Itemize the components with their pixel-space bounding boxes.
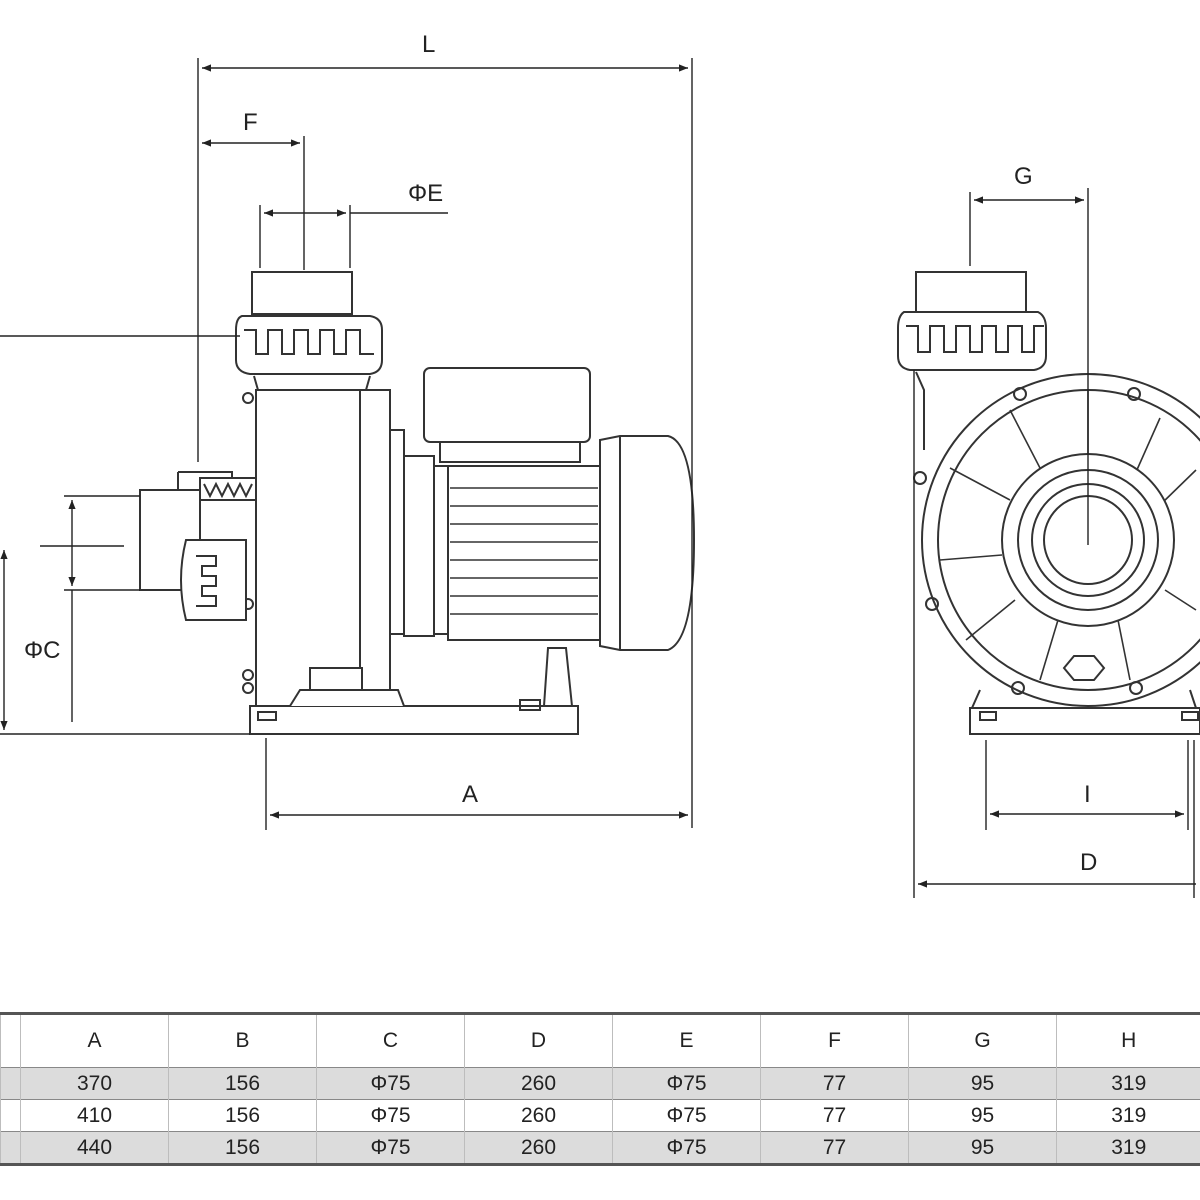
table-cell: 77 [760, 1131, 909, 1166]
table-cell [0, 1099, 21, 1132]
table-cell: 77 [760, 1099, 909, 1132]
pump-volute-body [255, 389, 391, 707]
table-cell: 319 [1056, 1067, 1200, 1100]
dim-label-E: ΦE [408, 180, 443, 207]
column-header-model [0, 1012, 21, 1068]
column-header-b: B [168, 1012, 317, 1068]
table-cell: Φ75 [612, 1099, 761, 1132]
table-cell: 260 [464, 1067, 613, 1100]
column-header-c: C [316, 1012, 465, 1068]
table-cell: Φ75 [316, 1131, 465, 1166]
table-cell: 95 [908, 1099, 1057, 1132]
inlet-union-nut [180, 539, 247, 621]
outlet-pipe-stub [251, 271, 353, 315]
table-cell [0, 1131, 21, 1166]
column-header-g: G [908, 1012, 1057, 1068]
table-cell: 260 [464, 1131, 613, 1166]
pump-side-view [139, 271, 696, 735]
table-cell: 440 [20, 1131, 169, 1166]
table-cell [0, 1067, 21, 1100]
table-cell: 370 [20, 1067, 169, 1100]
terminal-box [423, 367, 591, 443]
column-header-a: A [20, 1012, 169, 1068]
fan-cover [599, 435, 696, 651]
table-cell: 319 [1056, 1099, 1200, 1132]
pump-front-view [897, 271, 1200, 735]
table-cell: 319 [1056, 1131, 1200, 1166]
table-cell: 156 [168, 1099, 317, 1132]
table-cell: 156 [168, 1067, 317, 1100]
column-header-f: F [760, 1012, 909, 1068]
table-cell: Φ75 [612, 1067, 761, 1100]
table-cell: Φ75 [612, 1131, 761, 1166]
column-header-h: H [1056, 1012, 1200, 1068]
dim-label-D: D [1080, 849, 1097, 876]
column-header-e: E [612, 1012, 761, 1068]
front-base-plate [969, 707, 1200, 735]
dimension-labels: L F ΦE ΦC A G I D [24, 31, 1097, 876]
table-cell: 260 [464, 1099, 613, 1132]
table-cell: 95 [908, 1131, 1057, 1166]
motor-foot [542, 647, 574, 707]
front-outlet-stub [915, 271, 1027, 313]
column-header-d: D [464, 1012, 613, 1068]
dim-label-C: ΦC [24, 637, 60, 664]
table-cell: 77 [760, 1067, 909, 1100]
dim-label-F: F [243, 109, 258, 136]
pump-dimension-drawing: L F ΦE ΦC A G I D [0, 31, 1200, 898]
dimension-lines [0, 58, 1196, 898]
dim-label-G: G [1014, 163, 1033, 190]
table-cell: 95 [908, 1067, 1057, 1100]
front-outlet-union-nut [897, 311, 1047, 371]
table-cell: Φ75 [316, 1099, 465, 1132]
table-cell: 156 [168, 1131, 317, 1166]
dim-label-I: I [1084, 781, 1091, 808]
dim-label-L: L [422, 31, 435, 58]
table-cell: Φ75 [316, 1067, 465, 1100]
table-cell: 410 [20, 1099, 169, 1132]
dim-label-A: A [462, 781, 478, 808]
